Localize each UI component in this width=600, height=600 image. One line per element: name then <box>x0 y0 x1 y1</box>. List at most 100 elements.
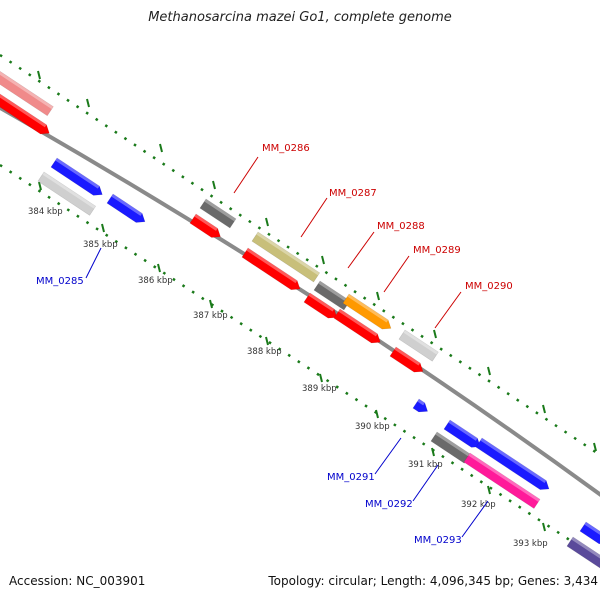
gene-label: MM_0288 <box>377 221 425 232</box>
gene-highlight <box>0 90 47 128</box>
gene-highlight <box>308 293 335 312</box>
gene-label: MM_0285 <box>36 276 84 287</box>
feature-layer <box>0 67 600 569</box>
gene-body <box>313 280 351 311</box>
gene-feature-1 <box>0 89 50 135</box>
scale-label: 385 kbp <box>83 240 118 250</box>
gene-highlight <box>468 453 541 502</box>
gene-body <box>106 193 146 223</box>
tick-ring-1 <box>0 163 600 562</box>
major-tick <box>38 181 42 191</box>
gene-feature-17 <box>430 431 471 464</box>
gene-highlight <box>318 281 351 304</box>
major-tick <box>37 70 41 80</box>
major-tick <box>101 223 105 233</box>
scale-label: 388 kbp <box>247 347 282 357</box>
gene-body <box>0 67 54 117</box>
major-tick <box>542 404 546 414</box>
gene-leader-line <box>461 500 489 538</box>
major-tick <box>209 299 213 309</box>
major-tick <box>319 373 323 383</box>
tick-layer <box>0 53 600 562</box>
major-tick <box>157 263 161 273</box>
scale-label: 386 kbp <box>138 276 173 286</box>
gene-leader-line <box>383 255 410 293</box>
major-tick <box>487 485 491 495</box>
gene-body <box>579 521 600 545</box>
gene-body <box>199 198 237 229</box>
major-tick <box>265 217 269 227</box>
gene-body <box>303 292 338 319</box>
gene-feature-11 <box>342 293 392 330</box>
gene-highlight <box>204 199 237 222</box>
gene-body <box>463 452 541 509</box>
scale-label: 384 kbp <box>28 207 63 217</box>
major-tick <box>375 409 379 419</box>
gene-highlight <box>417 399 425 406</box>
gene-label: MM_0289 <box>413 245 461 256</box>
backbone-layer <box>0 105 600 497</box>
scale-label: 390 kbp <box>355 422 390 432</box>
gene-highlight <box>55 158 100 189</box>
gene-feature-9 <box>313 280 351 311</box>
tick-ring-0 <box>0 53 600 457</box>
gene-label: MM_0290 <box>465 281 513 292</box>
gene-highlight <box>435 432 471 457</box>
gene-feature-5 <box>199 198 237 229</box>
topology-text: Topology: circular; Length: 4,096,345 bp… <box>268 574 598 588</box>
gene-body <box>0 89 50 135</box>
major-tick <box>321 255 325 265</box>
gene-feature-16 <box>443 419 481 448</box>
gene-label: MM_0293 <box>414 535 462 546</box>
gene-leader-line <box>300 197 328 238</box>
gene-highlight <box>448 420 478 441</box>
gene-body <box>189 213 221 238</box>
gene-feature-0 <box>0 67 54 117</box>
gene-label: MM_0292 <box>365 499 413 510</box>
gene-leader-line <box>347 231 375 269</box>
gene-feature-18 <box>475 437 550 490</box>
gene-highlight <box>571 537 600 562</box>
gene-body <box>566 536 600 569</box>
gene-body <box>37 171 97 216</box>
accession-text: Accession: NC_003901 <box>9 574 146 588</box>
gene-feature-2 <box>50 157 103 196</box>
major-tick <box>376 291 380 301</box>
gene-leader-line <box>434 291 462 329</box>
gene-highlight <box>338 309 378 337</box>
major-tick <box>212 180 216 190</box>
gene-body <box>430 431 471 464</box>
gene-feature-4 <box>106 193 146 223</box>
backbone-line <box>0 105 600 497</box>
gene-leader-line <box>85 247 102 279</box>
gene-body <box>333 308 381 344</box>
major-tick <box>542 522 546 532</box>
gene-feature-10 <box>303 292 338 319</box>
gene-leader-line <box>233 156 259 194</box>
gene-highlight <box>0 68 54 110</box>
major-tick <box>86 98 90 108</box>
major-tick <box>265 336 269 346</box>
gene-feature-15 <box>412 398 428 413</box>
gene-highlight <box>42 172 96 209</box>
gene-body <box>443 419 481 448</box>
gene-highlight <box>347 294 389 323</box>
map-title: Methanosarcina mazei Go1, complete genom… <box>148 10 452 25</box>
gene-highlight <box>403 330 439 355</box>
gene-feature-12 <box>333 308 381 344</box>
gene-leader-line <box>374 437 402 475</box>
gene-label: MM_0287 <box>329 188 377 199</box>
gene-highlight <box>246 248 298 284</box>
gene-highlight <box>394 347 421 366</box>
gene-body <box>342 293 392 330</box>
major-tick <box>431 447 435 457</box>
gene-label-layer: MM_0285 MM_0286MM_0287MM_0288MM_0289MM_02… <box>36 143 513 546</box>
gene-highlight <box>194 214 218 231</box>
gene-label: MM_0286 <box>262 143 310 154</box>
scale-label: 387 kbp <box>193 311 228 321</box>
gene-feature-6 <box>189 213 221 238</box>
gene-body <box>398 329 439 362</box>
major-tick <box>159 143 163 153</box>
major-tick <box>593 442 597 452</box>
